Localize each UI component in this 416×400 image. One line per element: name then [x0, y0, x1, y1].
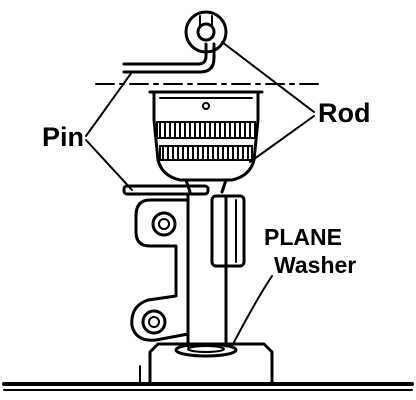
rod-label: Rod — [318, 98, 371, 128]
bracket-upper-hole-inner — [158, 218, 170, 230]
plane-washer-hole — [187, 345, 225, 353]
cylinder-hole — [202, 102, 210, 110]
cylinder-body — [152, 90, 260, 182]
pin-leader — [85, 71, 133, 191]
knurl-band-lower — [159, 145, 253, 161]
cylinder-neck — [184, 178, 228, 194]
knurl-band-upper — [156, 121, 256, 139]
plane-washer — [174, 342, 238, 358]
bracket-upper-hole — [151, 211, 177, 237]
base-block — [148, 342, 274, 386]
post — [186, 194, 228, 348]
rod-eye-inner — [196, 22, 216, 42]
side-block — [210, 194, 246, 268]
upper-pin-bar — [122, 42, 216, 74]
pin-label: Pin — [42, 122, 85, 152]
rod-leader — [221, 41, 315, 163]
bracket-body — [130, 198, 190, 342]
bracket-lower-hole — [141, 309, 167, 335]
washer-leader — [231, 275, 273, 347]
plane-label: PLANE — [264, 224, 342, 250]
lower-pin-bar — [122, 184, 210, 196]
rod-eye-outer — [184, 10, 228, 54]
bracket-lower-hole-inner — [148, 316, 160, 328]
rod-eye-slot — [199, 15, 213, 27]
washer-label: Washer — [274, 252, 357, 278]
